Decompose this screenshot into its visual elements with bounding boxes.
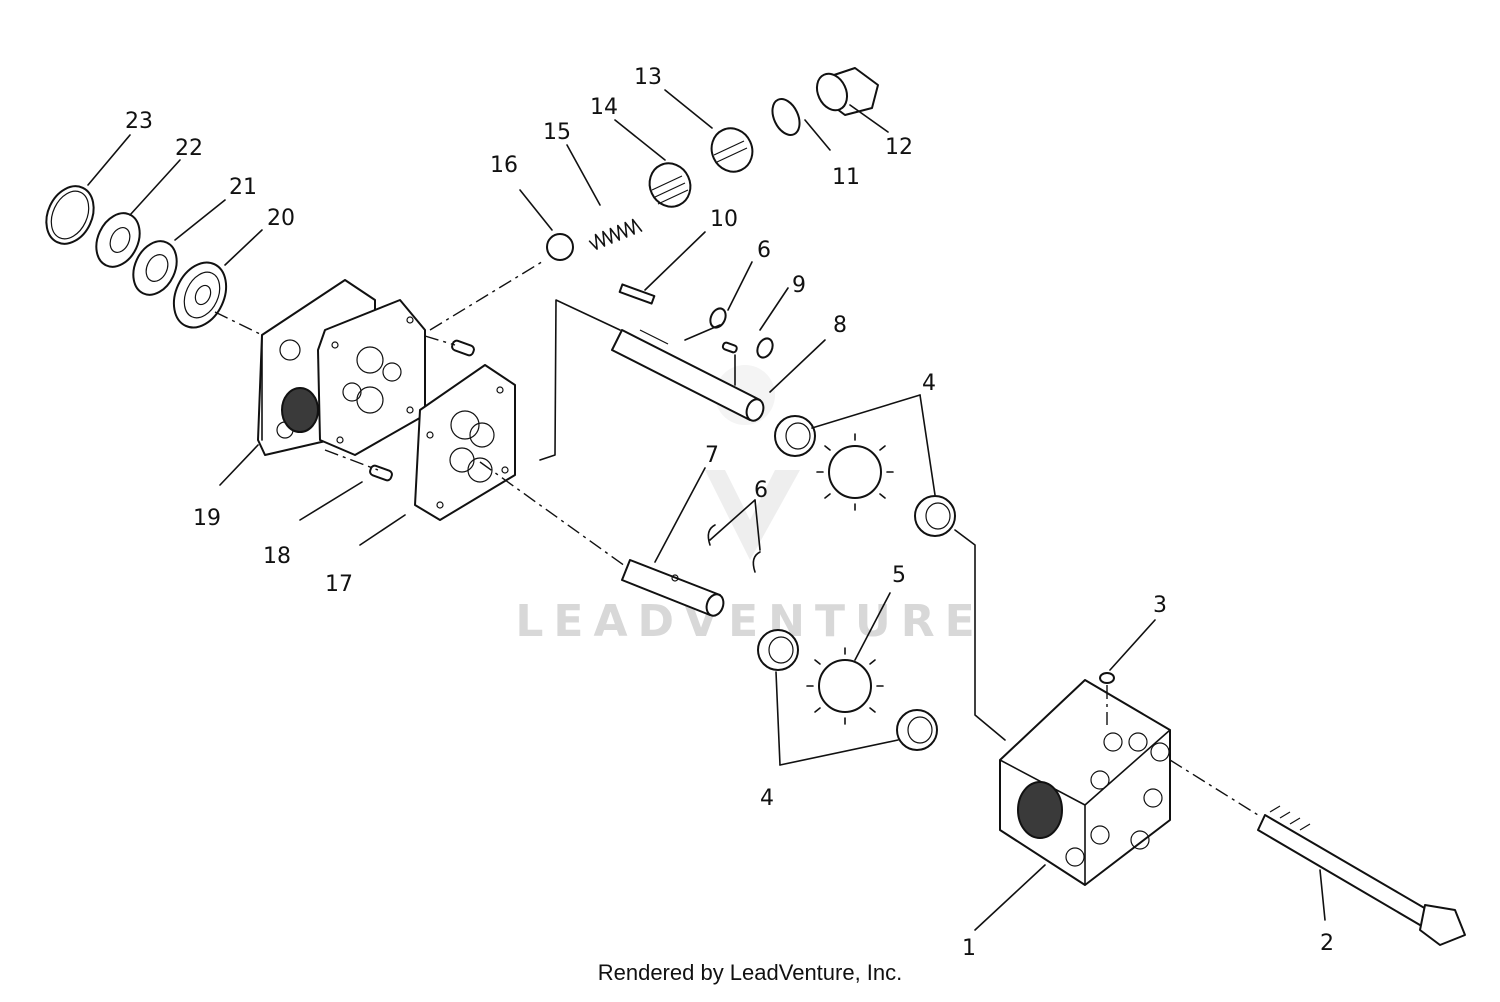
part-8-drive-shaft[interactable] [611, 329, 766, 423]
part-19-plate-face[interactable] [317, 299, 426, 456]
callout-4-upper: 4 [922, 371, 936, 396]
part-16-ball[interactable] [546, 233, 574, 261]
callout-9: 9 [792, 273, 806, 298]
leader-lines [87, 89, 1326, 931]
callout-13: 13 [634, 65, 662, 90]
callout-5: 5 [892, 563, 906, 588]
part-14-valve-piston[interactable] [643, 157, 698, 214]
callout-6-lower: 6 [754, 478, 768, 503]
part-10-key[interactable] [618, 283, 656, 305]
part-17-gasket[interactable] [414, 364, 516, 521]
callout-3: 3 [1153, 593, 1167, 618]
watermark-text: LEADVENTURE [515, 596, 984, 647]
callout-16: 16 [490, 153, 518, 178]
part-23-snap-ring[interactable] [37, 179, 102, 252]
part-6-retaining-ring-lower[interactable] [707, 524, 761, 573]
callout-8: 8 [833, 313, 847, 338]
assembly-centerlines [214, 259, 1259, 816]
callout-12: 12 [885, 135, 913, 160]
callout-22: 22 [175, 136, 203, 161]
part-7-idler-shaft[interactable] [621, 559, 726, 618]
part-5-gear[interactable] [806, 433, 894, 725]
callout-4-lower: 4 [760, 786, 774, 811]
part-13-valve-sleeve[interactable] [705, 122, 760, 179]
part-3-plug[interactable] [1099, 672, 1115, 684]
callout-6-upper: 6 [757, 238, 771, 263]
footer-credit: Rendered by LeadVenture, Inc. [597, 960, 903, 985]
callout-7: 7 [705, 443, 719, 468]
callout-17: 17 [325, 572, 353, 597]
callout-15: 15 [543, 120, 571, 145]
part-4-needle-bearing[interactable] [757, 415, 956, 751]
callout-20: 20 [267, 206, 295, 231]
part-12-plug-nut[interactable] [811, 67, 879, 116]
callout-14: 14 [590, 95, 618, 120]
callout-21: 21 [229, 175, 257, 200]
part-20-ball-bearing[interactable] [164, 254, 236, 336]
part-11-o-ring[interactable] [767, 95, 805, 140]
callout-19: 19 [193, 506, 221, 531]
callout-11: 11 [832, 165, 860, 190]
callout-23: 23 [125, 109, 153, 134]
part-1-pump-housing[interactable] [999, 679, 1171, 886]
callout-18: 18 [263, 544, 291, 569]
part-6-retaining-ring[interactable] [707, 306, 775, 360]
callout-labels: 1 2 3 4 4 4 5 6 6 7 8 9 10 11 12 13 14 1… [125, 65, 1334, 961]
callout-1: 1 [962, 936, 976, 961]
part-2-bolt[interactable] [1257, 805, 1466, 946]
part-9-key[interactable] [721, 341, 738, 354]
callout-2: 2 [1320, 931, 1334, 956]
part-21-washer[interactable] [125, 234, 185, 302]
part-15-spring[interactable] [588, 218, 643, 250]
callout-10: 10 [710, 207, 738, 232]
